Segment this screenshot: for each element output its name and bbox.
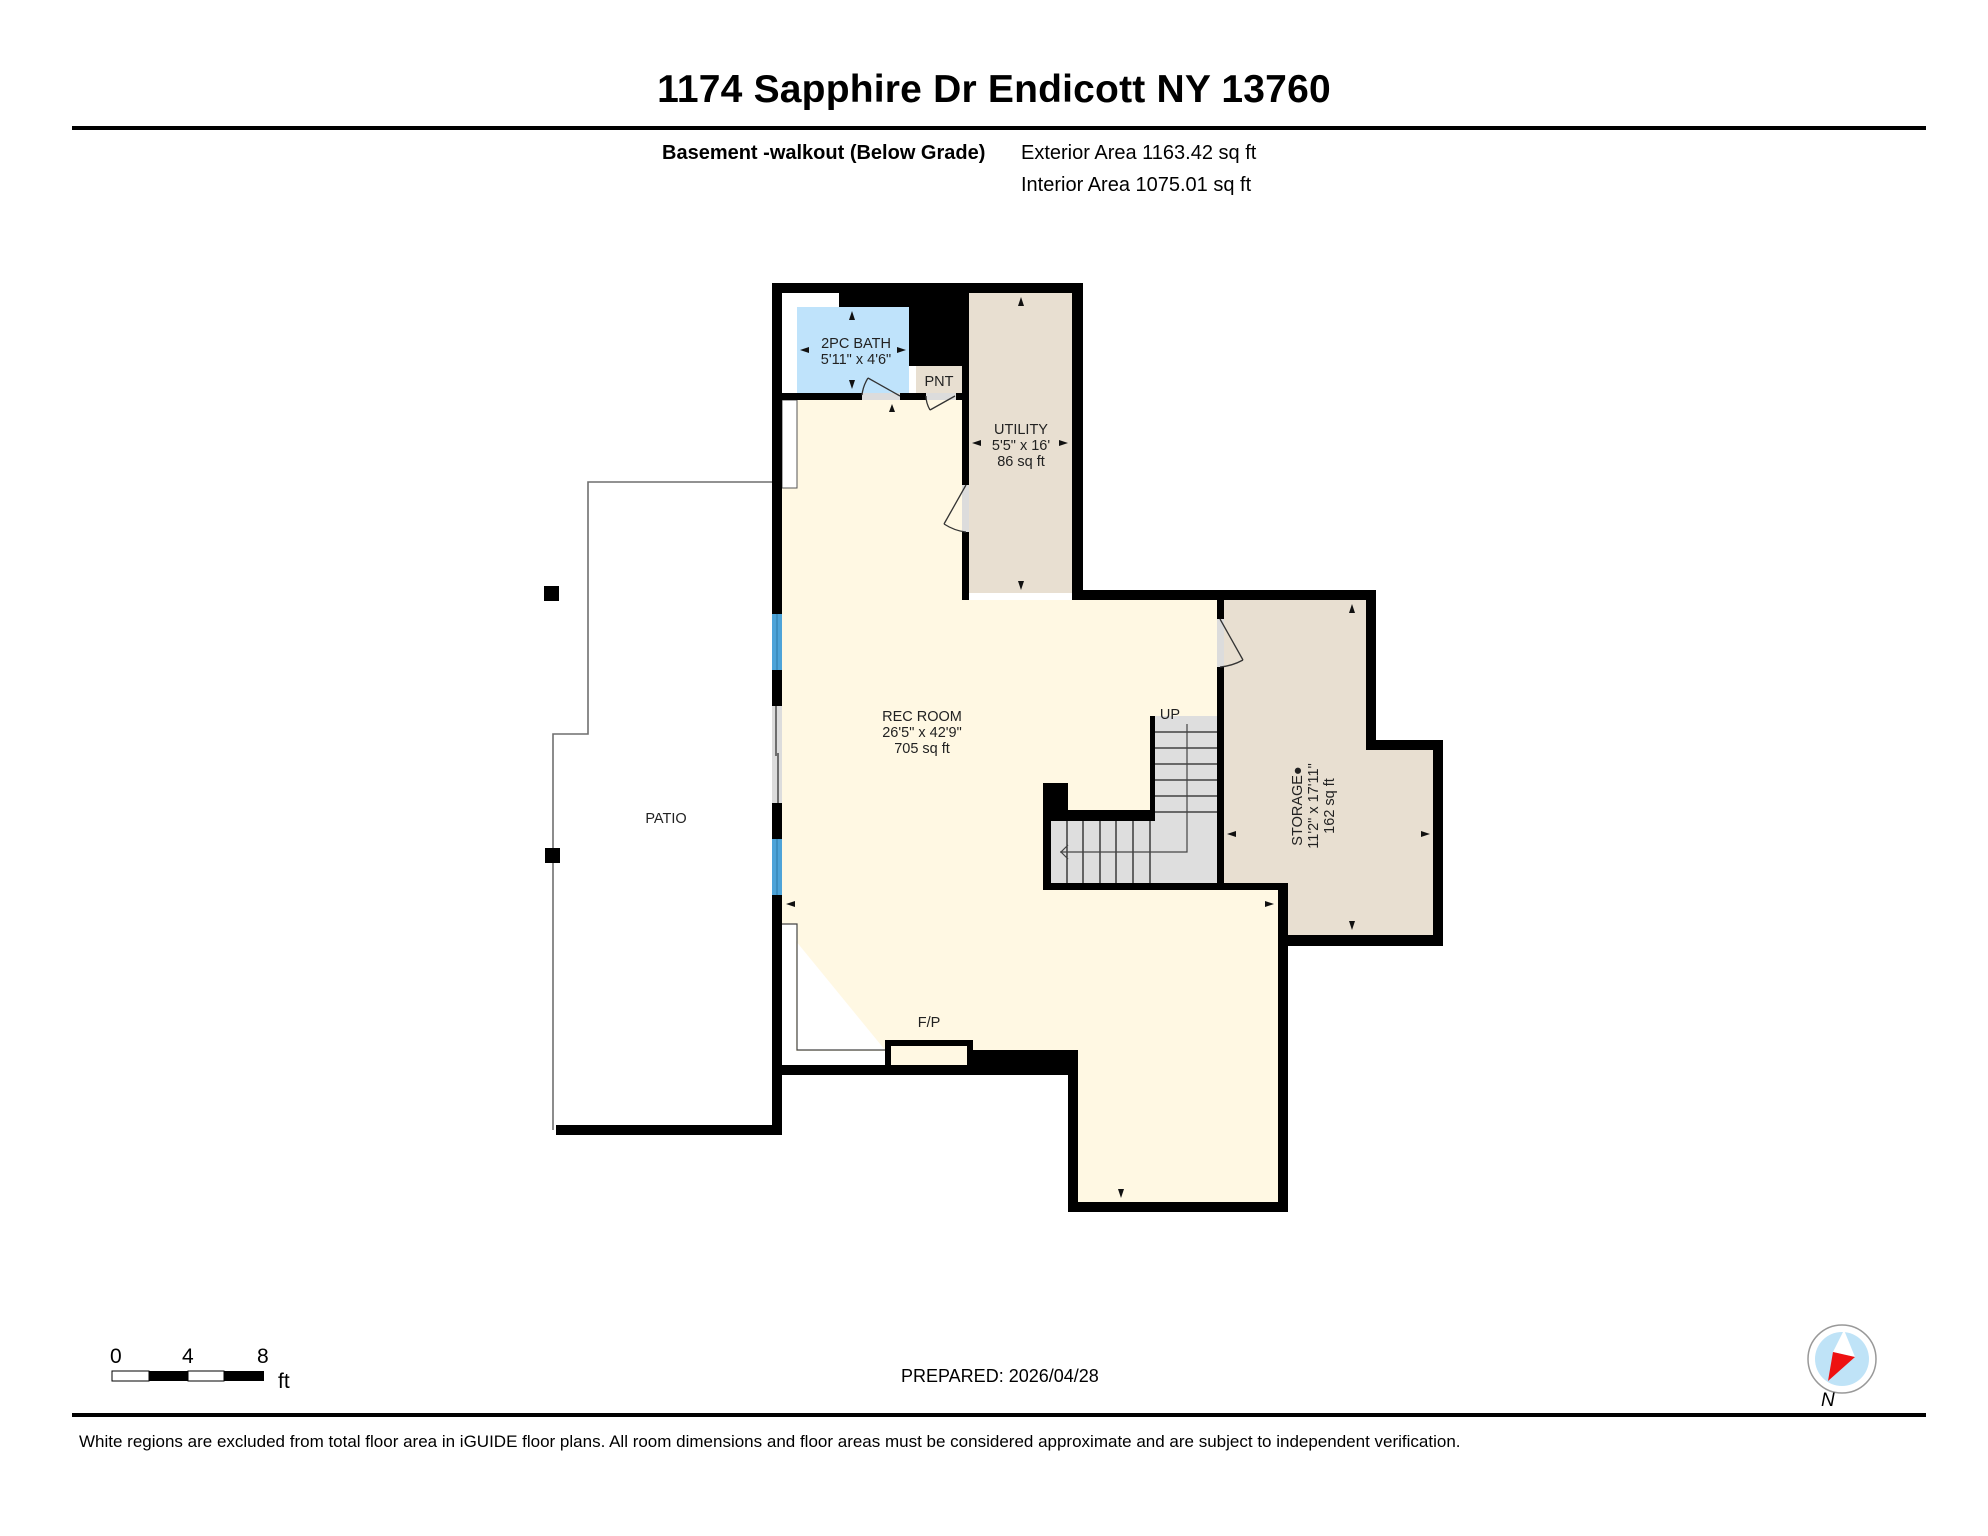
storage-area: 162 sq ft bbox=[1322, 778, 1338, 834]
sliding-door bbox=[772, 706, 782, 803]
disclaimer: White regions are excluded from total fl… bbox=[79, 1432, 1461, 1451]
bath-floor bbox=[797, 307, 909, 393]
header-divider bbox=[72, 126, 1926, 130]
utility-dims: 5'5" x 16' bbox=[992, 438, 1050, 454]
arrow-up-icon bbox=[1018, 297, 1024, 306]
bath-dims: 5'11" x 4'6" bbox=[821, 352, 891, 368]
arrow-left-icon bbox=[786, 901, 795, 907]
staircase bbox=[1051, 716, 1218, 883]
arrow-down-icon bbox=[849, 380, 855, 389]
arrow-right-icon bbox=[1421, 831, 1430, 837]
dimension-arrows bbox=[786, 297, 1430, 1198]
scale-tick-0: 0 bbox=[110, 1345, 122, 1368]
storage-dims: 11'2" x 17'11" bbox=[1306, 763, 1322, 848]
post-icon bbox=[545, 848, 560, 863]
footer-divider bbox=[72, 1413, 1926, 1417]
patio-name: PATIO bbox=[645, 811, 686, 827]
compass-north-label: N bbox=[1821, 1390, 1835, 1411]
storage-name: STORAGE● bbox=[1290, 766, 1306, 845]
post-icon bbox=[544, 586, 559, 601]
rec-room-area: 705 sq ft bbox=[894, 741, 950, 757]
pantry-floor bbox=[916, 366, 962, 393]
pantry-name: PNT bbox=[925, 374, 954, 390]
utility-area: 86 sq ft bbox=[997, 454, 1045, 470]
utility-floor bbox=[969, 293, 1072, 593]
fireplace-label: F/P bbox=[918, 1015, 941, 1031]
rec-room-dims: 26'5" x 42'9" bbox=[882, 725, 962, 741]
arrow-up-icon bbox=[1349, 604, 1355, 613]
scale-bar bbox=[111, 1370, 264, 1382]
scale-tick-4: 4 bbox=[182, 1345, 194, 1368]
prepared-date: PREPARED: 2026/04/28 bbox=[901, 1366, 1099, 1386]
stairs-up-label: UP bbox=[1160, 707, 1180, 723]
exterior-area: Exterior Area 1163.42 sq ft bbox=[1021, 142, 1257, 164]
bath-name: 2PC BATH bbox=[821, 336, 891, 352]
arrow-right-icon bbox=[1059, 440, 1068, 446]
arrow-down-icon bbox=[1349, 921, 1355, 930]
arrow-right-icon bbox=[897, 347, 906, 353]
scale-tick-8: 8 bbox=[257, 1345, 269, 1368]
page-title: 1174 Sapphire Dr Endicott NY 13760 bbox=[657, 68, 1331, 111]
arrow-up-icon bbox=[849, 311, 855, 320]
patio bbox=[544, 481, 772, 1130]
arrow-right-icon bbox=[1265, 901, 1274, 907]
storage-floor bbox=[1224, 600, 1433, 935]
rec-room-floor bbox=[782, 400, 1285, 1202]
arrow-left-icon bbox=[1227, 831, 1236, 837]
level-name: Basement -walkout (Below Grade) bbox=[662, 142, 986, 164]
utility-name: UTILITY bbox=[994, 422, 1048, 438]
interior-area: Interior Area 1075.01 sq ft bbox=[1021, 174, 1252, 196]
arrow-up-icon bbox=[889, 404, 895, 412]
arrow-down-icon bbox=[1118, 1189, 1124, 1198]
arrow-down-icon bbox=[1018, 581, 1024, 590]
arrow-left-icon bbox=[1060, 844, 1069, 860]
arrow-left-icon bbox=[800, 347, 809, 353]
compass-icon bbox=[1807, 1324, 1877, 1394]
walls bbox=[556, 283, 1443, 1212]
fireplace bbox=[891, 1046, 967, 1065]
arrow-left-icon bbox=[972, 440, 981, 446]
rec-room-name: REC ROOM bbox=[882, 709, 962, 725]
doors bbox=[861, 377, 1244, 668]
scale-unit: ft bbox=[278, 1370, 290, 1393]
